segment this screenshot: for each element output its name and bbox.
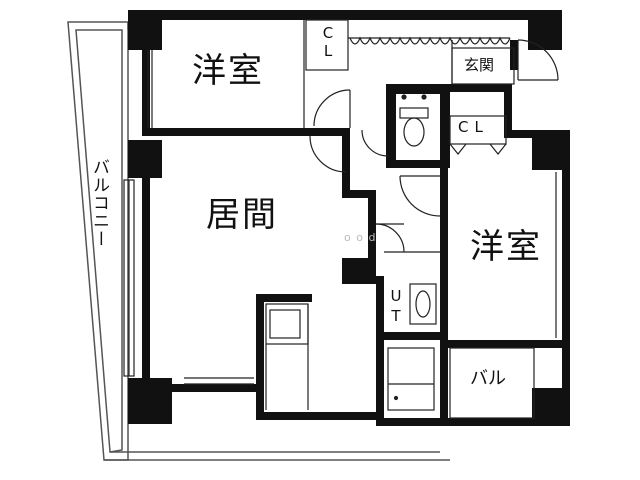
walls xyxy=(128,10,570,426)
label-balcony-left: バルコニー xyxy=(89,158,109,248)
label-living: 居間 xyxy=(206,195,278,235)
label-balcony-right: バル xyxy=(470,368,506,389)
label-closet-top: CL xyxy=(322,24,334,60)
label-closet-mid: CL xyxy=(458,118,489,136)
label-western-room-top: 洋室 xyxy=(192,51,264,91)
balcony-outline xyxy=(67,21,450,461)
thin-lines xyxy=(123,19,559,419)
label-entrance: 玄関 xyxy=(464,56,495,74)
label-utility: UT xyxy=(390,287,402,325)
label-western-room-right: 洋室 xyxy=(470,227,542,267)
watermark: o o d xyxy=(344,231,377,244)
